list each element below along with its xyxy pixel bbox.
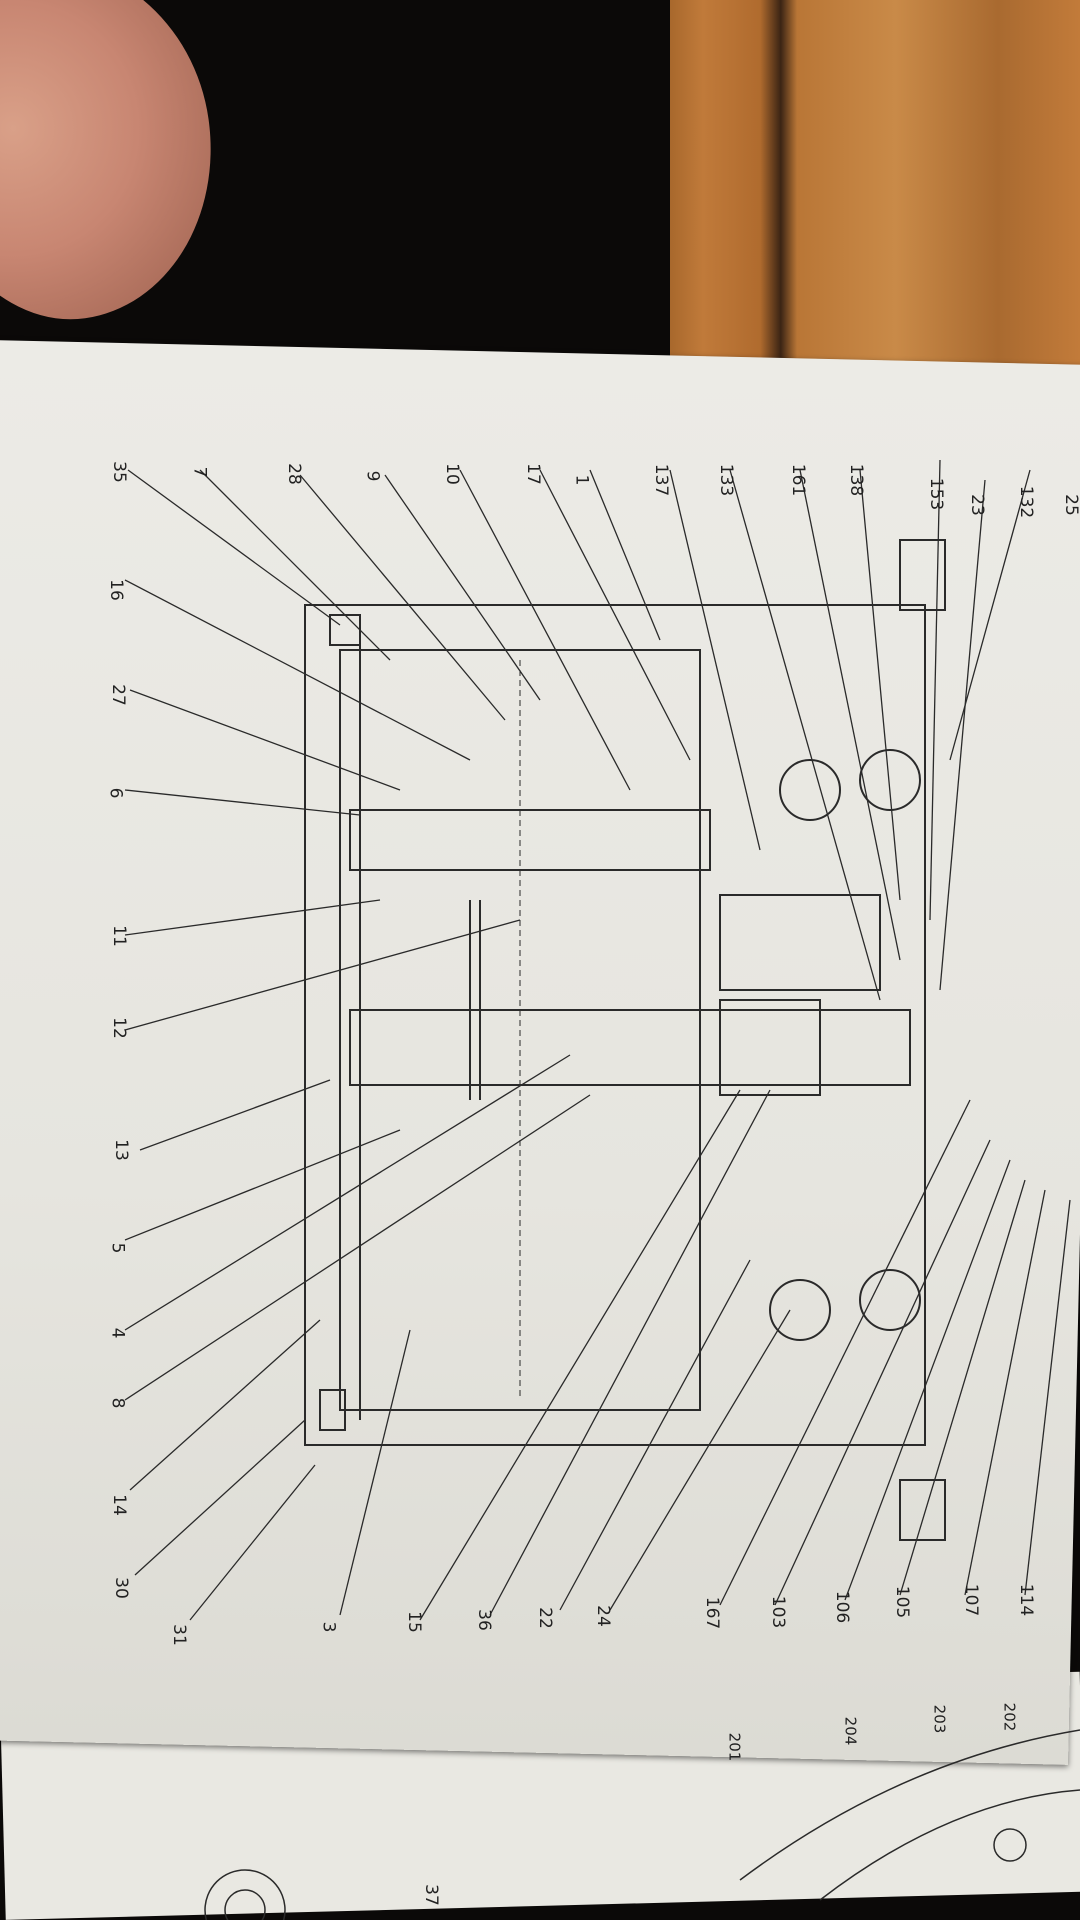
callout-label: 137 [651,463,672,497]
callout-label: 7 [189,466,210,478]
callout-label: 138 [846,463,867,497]
callout-label: 16 [105,579,126,601]
ball-bearing-bottom [769,1279,831,1341]
callout-label: 203 [930,1704,949,1734]
callout-label: 153 [926,477,947,511]
callout-label: 23 [966,494,987,516]
housing-outline [304,604,926,1446]
callout-label: 103 [768,1595,789,1629]
callout-label: 167 [702,1596,723,1630]
callout-label: 132 [1016,485,1037,519]
callout-label: 30 [110,1577,131,1599]
main-shaft [349,1009,911,1086]
bearing-block [719,999,821,1096]
callout-label: 22 [534,1607,555,1629]
callout-label: 204 [841,1716,860,1746]
callout-label: 15 [403,1611,424,1633]
callout-label: 31 [168,1624,189,1646]
callout-label: 11 [108,925,129,947]
callout-label: 3 [318,1621,339,1633]
callout-label: 10 [441,463,462,485]
callout-label: 161 [788,463,809,497]
hub [719,894,881,991]
callout-label: 25 [1060,494,1080,516]
callout-label: 105 [892,1585,913,1619]
callout-label: 27 [107,684,128,706]
callout-label: 36 [473,1609,494,1631]
callout-label: 107 [961,1583,982,1617]
callout-label: 35 [108,461,129,483]
secondary-shaft [349,809,711,871]
callout-label: 1 [571,474,592,486]
callout-label: 13 [110,1139,131,1161]
callout-label: 4 [107,1327,128,1339]
callout-label: 14 [108,1494,129,1516]
callout-label: 12 [108,1017,129,1039]
callout-label: 17 [522,463,543,485]
callout-label: 24 [592,1605,613,1627]
callout-label: 202 [1000,1702,1019,1732]
callout-label: 5 [107,1242,128,1254]
callout-label: 8 [107,1397,128,1409]
callout-label: 9 [362,470,383,482]
inner-housing [339,649,701,1411]
callout-label: 133 [716,463,737,497]
wooden-table [670,0,1080,400]
ball-bearing-top [779,759,841,821]
callout-label: 6 [105,787,126,799]
page-number: 37 [420,1884,441,1906]
callout-label: 106 [832,1590,853,1624]
callout-label: 201 [725,1732,744,1762]
callout-label: 28 [283,463,304,485]
callout-label: 114 [1016,1583,1037,1617]
